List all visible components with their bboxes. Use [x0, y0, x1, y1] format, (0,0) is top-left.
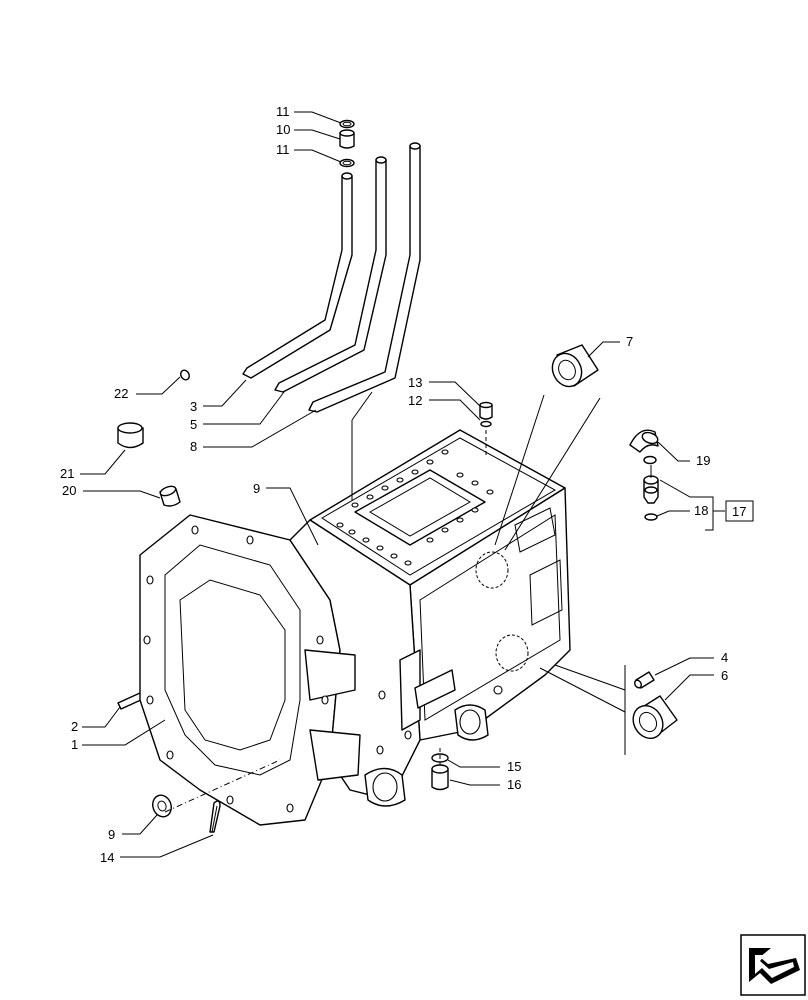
callout-16[interactable]: 15: [507, 759, 521, 774]
callout-1[interactable]: 1: [71, 737, 78, 752]
pipe-3[interactable]: [242, 172, 353, 379]
callout-10[interactable]: 10: [276, 122, 290, 137]
callout-9-stud[interactable]: 9: [253, 481, 260, 496]
callout-leaders: [80, 111, 714, 858]
callout-15[interactable]: 16: [507, 777, 521, 792]
o-ring-12[interactable]: [480, 420, 492, 428]
callout-5[interactable]: 5: [190, 417, 197, 432]
split-pin-14[interactable]: [209, 800, 221, 833]
callout-21[interactable]: 21: [60, 466, 74, 481]
pin-4[interactable]: [633, 671, 655, 689]
callout-20[interactable]: 20: [62, 483, 76, 498]
o-ring-11-bottom[interactable]: [339, 158, 355, 168]
gearbox-housing-1[interactable]: [139, 429, 571, 826]
cap-21[interactable]: [117, 422, 144, 449]
callout-6[interactable]: 6: [721, 668, 728, 683]
next-page-arrow-icon[interactable]: [740, 934, 806, 996]
plug-13[interactable]: [479, 401, 493, 420]
callout-4[interactable]: 4: [721, 650, 728, 665]
assembly-axis-lines: [164, 391, 652, 813]
breather-19[interactable]: [629, 429, 659, 453]
ring-19[interactable]: [643, 455, 657, 465]
plug-15[interactable]: [431, 764, 449, 791]
washer-18[interactable]: [644, 513, 658, 521]
plug-20[interactable]: [159, 485, 181, 507]
callout-17[interactable]: 17: [732, 504, 746, 519]
o-ring-11-top[interactable]: [339, 119, 355, 129]
pin-2[interactable]: [117, 692, 144, 710]
breather-body-18[interactable]: [643, 475, 659, 504]
bushing-7[interactable]: [547, 344, 599, 391]
pipe-5[interactable]: [274, 156, 387, 393]
callout-14[interactable]: 14: [100, 850, 114, 865]
pipe-8[interactable]: [308, 142, 421, 413]
washer-9[interactable]: [150, 793, 174, 820]
callout-9-washer[interactable]: 9: [108, 827, 115, 842]
callout-8[interactable]: 8: [190, 439, 197, 454]
callout-22[interactable]: 22: [114, 386, 128, 401]
callout-3[interactable]: 3: [190, 399, 197, 414]
callout-2[interactable]: 2: [71, 719, 78, 734]
callout-13[interactable]: 13: [408, 375, 422, 390]
callout-7[interactable]: 7: [626, 334, 633, 349]
callout-labels: 11 10 11 22 3 5 8 21 20 9 7 13 12 19 18 …: [60, 104, 746, 865]
o-ring-22[interactable]: [179, 369, 191, 382]
bushing-6[interactable]: [627, 695, 678, 744]
sleeve-10[interactable]: [339, 129, 355, 149]
bracket-17: [705, 496, 754, 531]
callout-12[interactable]: 12: [408, 393, 422, 408]
callout-18[interactable]: 18: [694, 503, 708, 518]
callout-11-top[interactable]: 11: [276, 104, 290, 119]
callout-19[interactable]: 19: [696, 453, 710, 468]
callout-11-bottom[interactable]: 11: [276, 142, 290, 157]
